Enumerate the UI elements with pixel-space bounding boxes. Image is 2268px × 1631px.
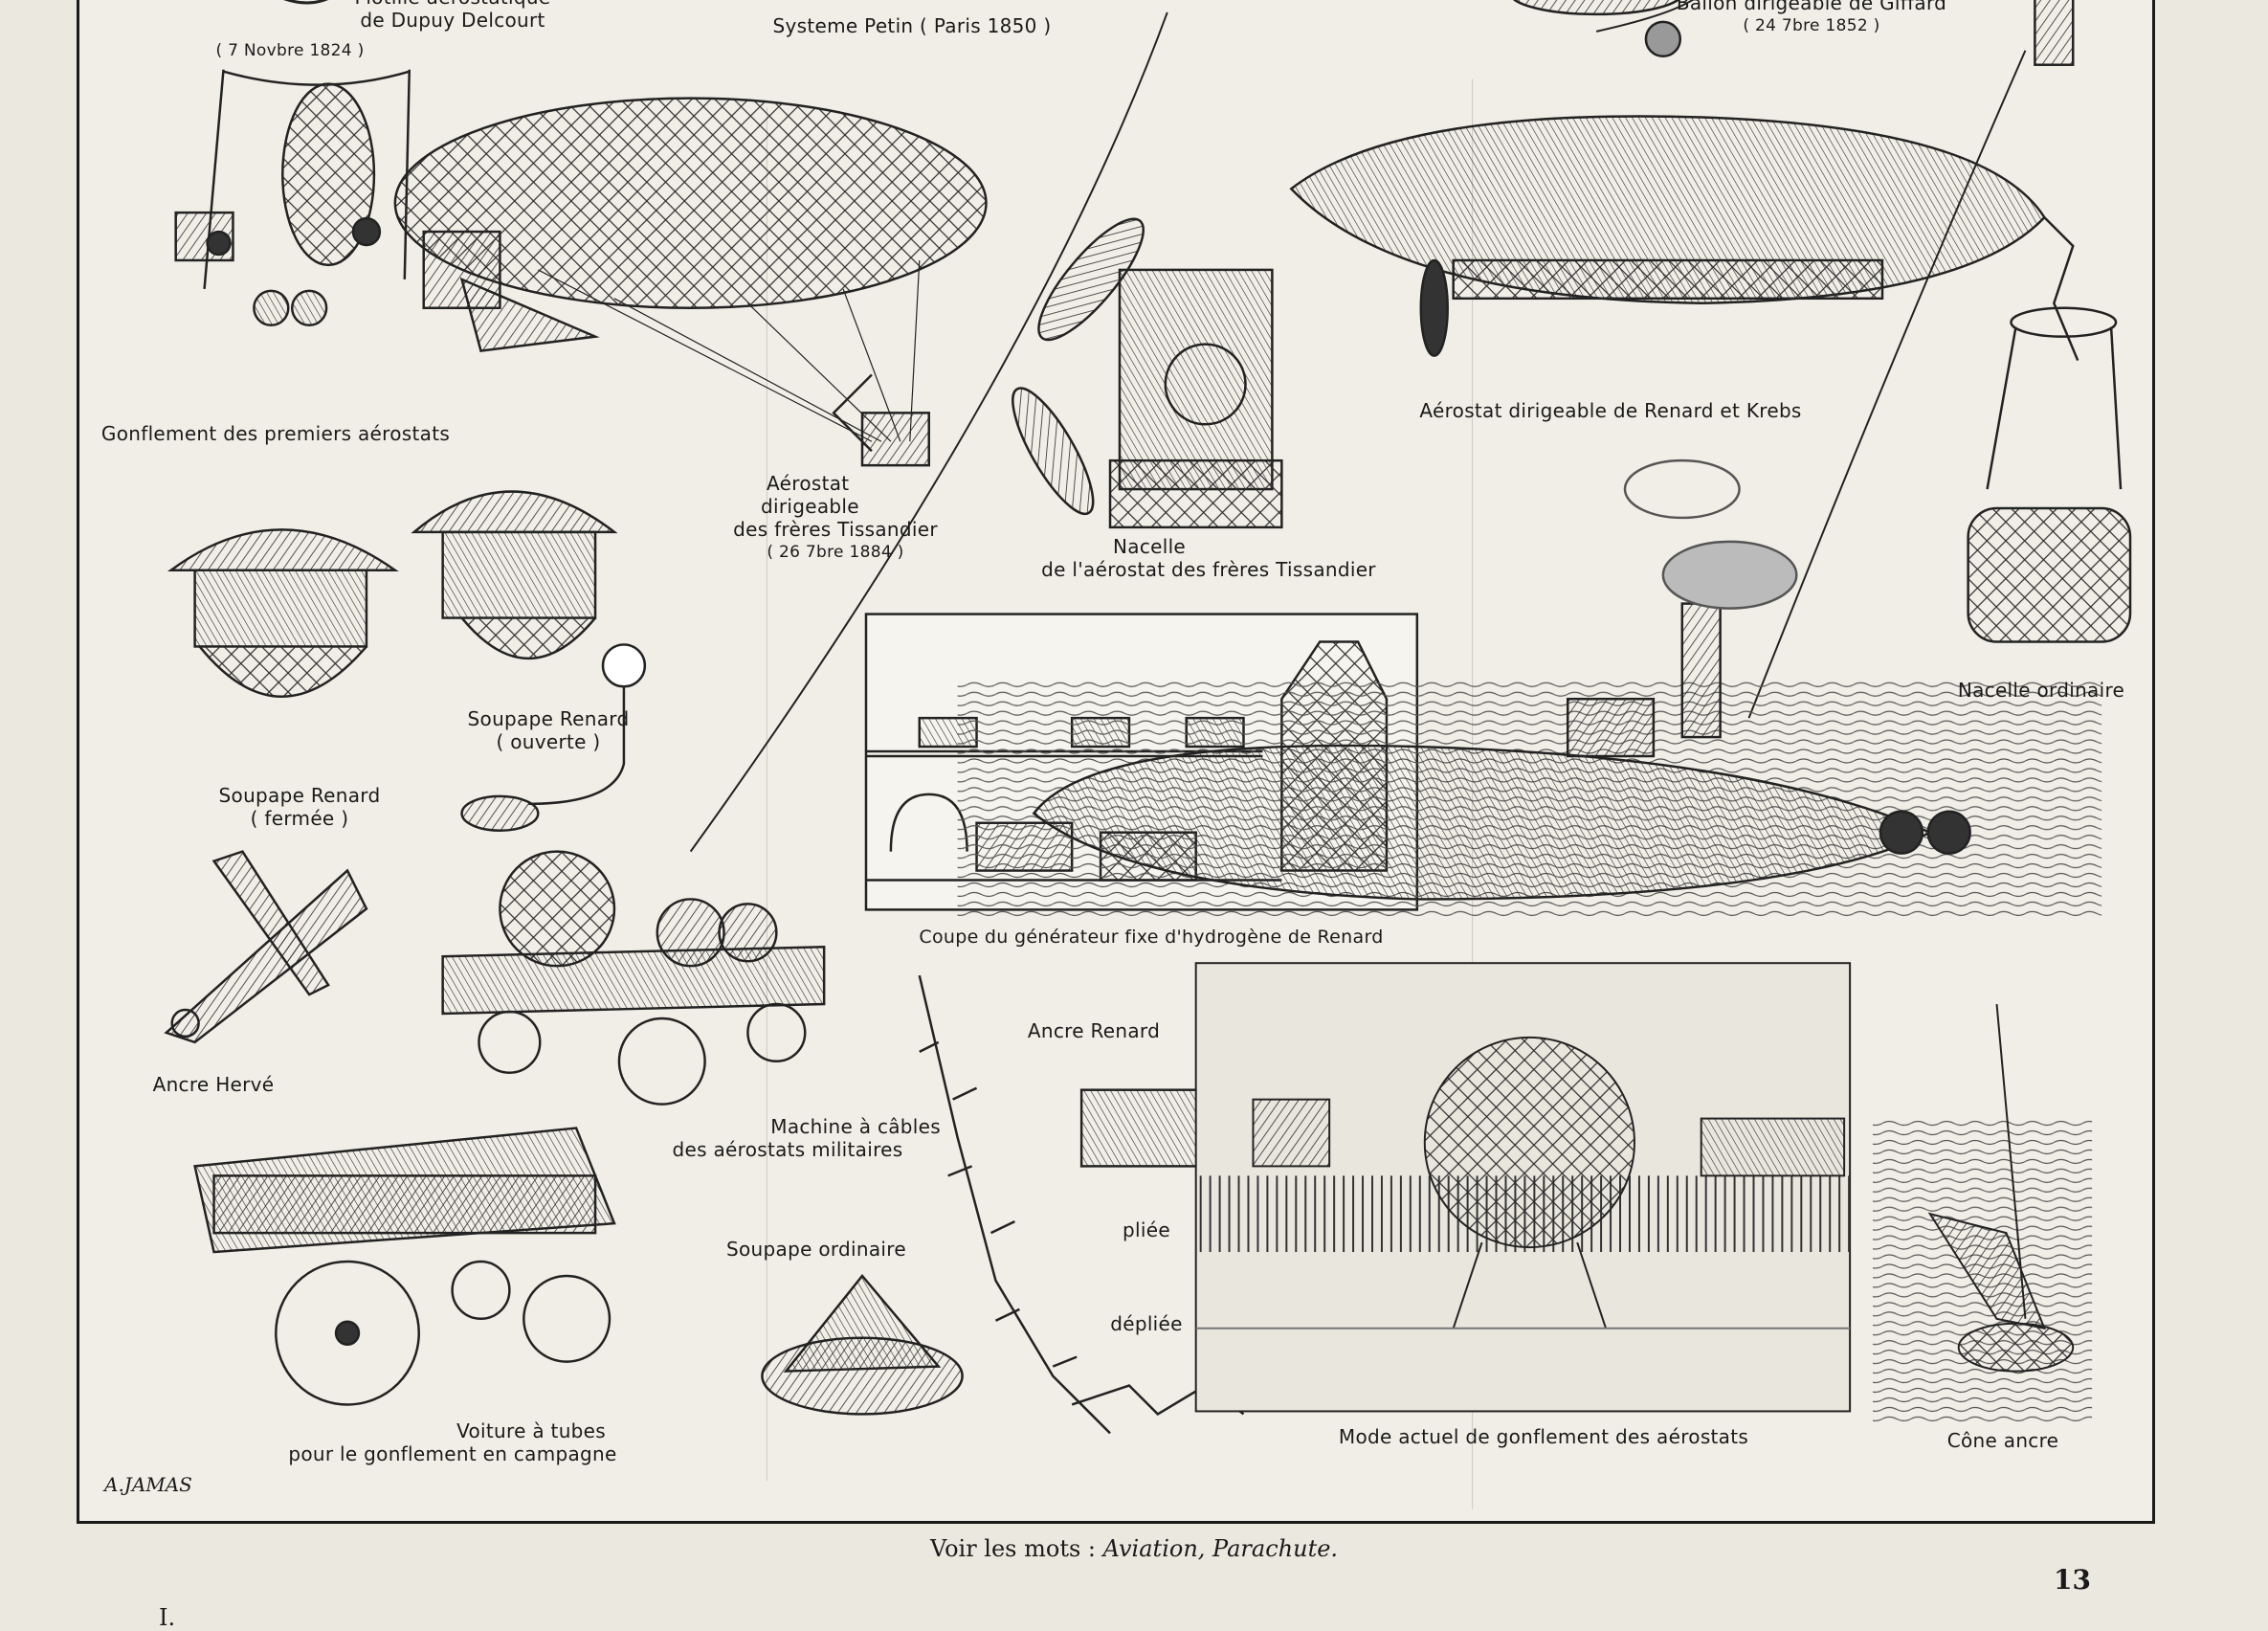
footer-lead: Voir les mots : [929,1535,1096,1562]
caption-soupape-ouverte-line1: Soupape Renard [467,707,630,730]
caption-gonflement-premiers: Gonflement des premiers aérostats [100,422,451,445]
caption-machine-cables: Machine à câbles des aérostats militaire… [596,1115,979,1161]
caption-flotille-line1: Flotille aérostatique [309,0,596,9]
soupape-renard-fermee [167,528,399,698]
caption-flotille: Flotille aérostatique de Dupuy Delcourt [309,0,596,32]
caption-voiture-tubes: Voiture à tubes pour le gonflement en ca… [233,1419,673,1465]
caption-nacelle-tissandier-line1: Nacelle [1113,535,1187,558]
caption-tissandier-line3: des frères Tissandier [733,518,938,541]
tissandier-airship [393,97,988,467]
caption-nacelle-tissandier: Nacelle de l'aérostat des frères Tissand… [1017,535,1400,581]
caption-flotille-line2: de Dupuy Delcourt [360,9,545,32]
tether-line [689,11,1168,853]
ancre-herve [164,850,368,1044]
caption-voiture-line2: pour le gonflement en campagne [288,1442,617,1465]
submarine-ship [957,458,2102,919]
nacelle-ordinaire [1967,306,2132,643]
footer-word-parachute: Parachute. [1212,1535,1339,1562]
footer-reference: Voir les mots : Aviation, Parachute. [0,1535,2268,1562]
nacelle-tissandier [1012,217,1283,529]
caption-pliee: pliée [1123,1218,1170,1241]
caption-nacelle-tissandier-line2: de l'aérostat des frères Tissandier [1041,558,1376,581]
caption-nacelle-ordinaire: Nacelle ordinaire [1957,679,2125,702]
caption-giffard: Ballon dirigeable de Giffard ( 24 7bre 1… [1649,0,1974,37]
caption-mode-actuel: Mode actuel de gonflement des aérostats [1338,1425,1749,1448]
caption-voiture-line1: Voiture à tubes [456,1419,606,1442]
caption-giffard-line1: Ballon dirigeable de Giffard [1676,0,1947,14]
caption-soupape-fermee-line2: ( fermée ) [250,807,349,830]
footer-word-aviation: Aviation, [1102,1535,1206,1562]
caption-ancre-renard: Ancre Renard [1027,1019,1161,1042]
caption-tissandier: Aérostat dirigeable des frères Tissandie… [692,472,979,564]
caption-petin: Systeme Petin ( Paris 1850 ) [772,14,1052,37]
caption-soupape-ordinaire: Soupape ordinaire [726,1238,906,1261]
caption-tissandier-line1: Aérostat [767,472,850,495]
soupape-renard-ouverte [411,490,647,832]
voiture-a-tubes [193,1127,616,1406]
caption-depliee: dépliée [1110,1312,1183,1335]
caption-giffard-date: ( 24 7bre 1852 ) [1743,16,1880,35]
caption-flotille-date: ( 7 Novbre 1824 ) [215,41,365,60]
caption-soupape-ouverte: Soupape Renard ( ouverte ) [434,707,663,753]
soupape-ordinaire [761,1273,964,1416]
caption-generateur: Coupe du générateur fixe d'hydrogène de … [919,927,1384,948]
caption-renard-krebs: Aérostat dirigeable de Renard et Krebs [1419,399,1802,422]
mode-actuel-scene [1194,962,1852,1413]
caption-tissandier-line2: dirigeable [761,495,859,518]
machine-a-cables [441,850,826,1106]
illustration-plate: Flotille aérostatique de Dupuy Delcourt … [77,0,2155,1524]
engraving-artwork [164,0,2132,1510]
caption-soupape-fermee: Soupape Renard ( fermée ) [185,784,414,830]
renard-krebs-airship [1289,115,2079,362]
caption-machine-line2: des aérostats militaires [672,1138,903,1161]
caption-ancre-herve: Ancre Hervé [152,1073,275,1096]
caption-tissandier-date: ( 26 7bre 1884 ) [767,543,904,562]
caption-soupape-fermee-line1: Soupape Renard [218,784,381,807]
caption-soupape-ouverte-line2: ( ouverte ) [496,730,601,753]
caption-cone-ancre: Cône ancre [1946,1429,2059,1452]
flotille-fragment [283,0,328,5]
engraver-signature: A.JAMAS [104,1473,192,1496]
giffard-balloon [1513,0,2075,66]
caption-machine-line1: Machine à câbles [770,1115,941,1138]
page-number: 13 [2054,1564,2091,1596]
cone-ancre [1873,1003,2093,1424]
stray-mark: I. [159,1604,176,1631]
